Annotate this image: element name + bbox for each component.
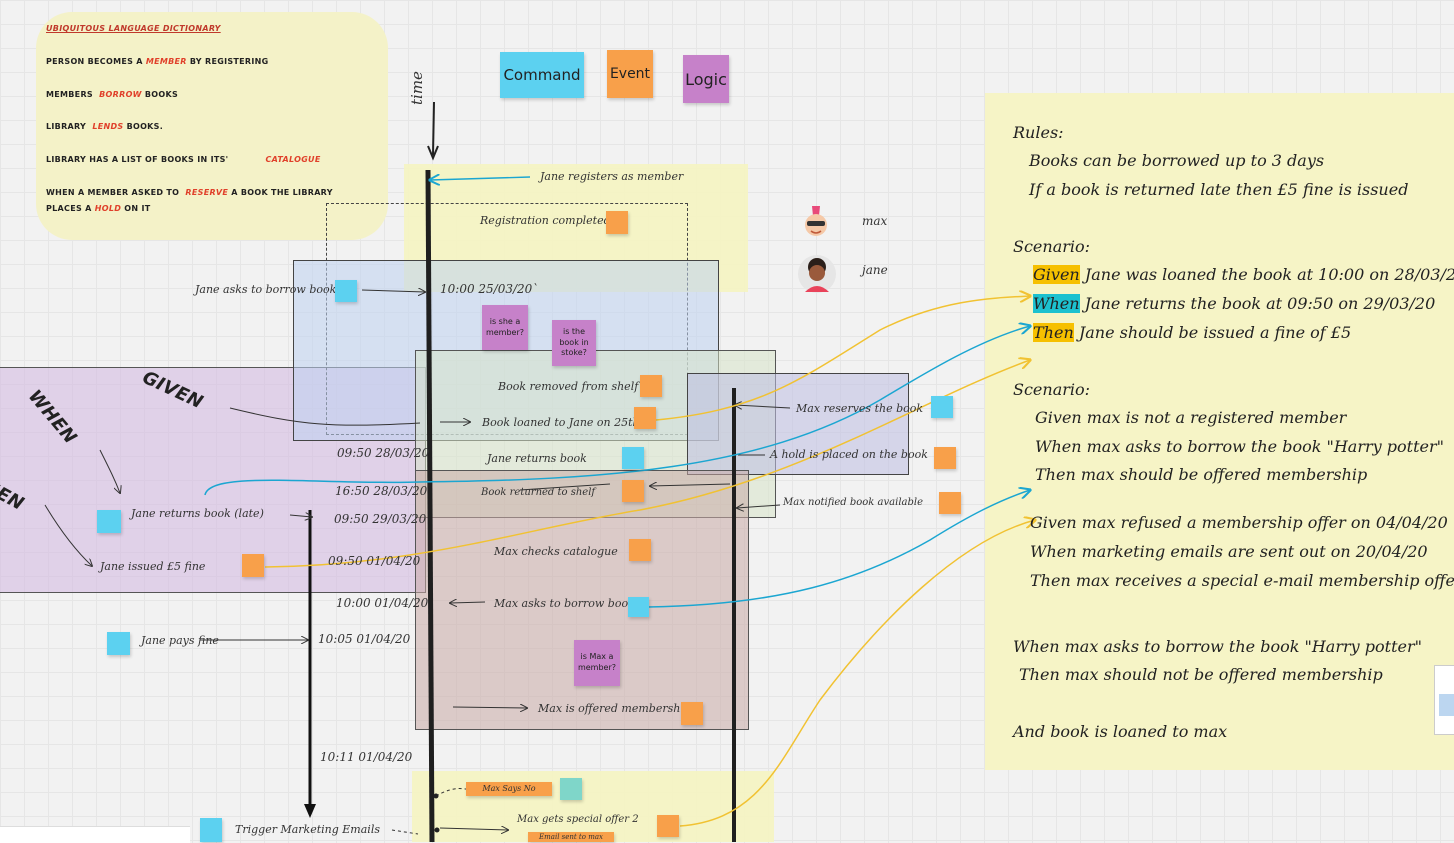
sticky-max-special-offer[interactable]: [657, 815, 679, 837]
sticky-max-offered-membership[interactable]: [681, 702, 703, 725]
avatar-jane-icon: [798, 255, 836, 293]
dictionary-line-2: Members borrow books: [46, 90, 179, 99]
sticky-max-notified[interactable]: [939, 492, 961, 514]
offscreen-card[interactable]: [0, 826, 190, 843]
command-max-reserves: Max reserves the book: [796, 402, 924, 415]
actor-max-label: max: [862, 214, 888, 228]
time-label: time: [408, 71, 426, 105]
scenario-1-then: Then Jane should be issued a fine of £5: [1033, 323, 1352, 342]
scenario-4-when: When max asks to borrow the book "Harry …: [1013, 637, 1422, 656]
rule-2: If a book is returned late then £5 fine …: [1029, 180, 1409, 199]
sticky-max-reserves[interactable]: [931, 396, 953, 418]
avatar-max[interactable]: [800, 204, 832, 242]
time-1: 10:00 25/03/20`: [440, 282, 539, 296]
command-jane-returns-book: Jane returns book: [487, 452, 587, 465]
event-email-sent[interactable]: Email sent to max: [528, 832, 614, 842]
sticky-jane-returns-late[interactable]: [97, 510, 121, 533]
sticky-max-checks-catalogue[interactable]: [629, 539, 651, 561]
sticky-max-asks-borrow[interactable]: [628, 597, 649, 617]
scenario-4-then: Then max should not be offered membershi…: [1019, 665, 1383, 684]
scenario-3-when: When marketing emails are sent out on 20…: [1030, 542, 1428, 561]
time-2: 09:50 28/03/20: [337, 446, 430, 460]
command-max-asks-borrow: Max asks to borrow book: [494, 597, 635, 610]
dictionary-title: Ubiquitous Language Dictionary: [46, 24, 221, 33]
dictionary-line-4: Library has a list of books in its' cata…: [46, 155, 321, 164]
actor-jane-label: jane: [862, 263, 888, 277]
sticky-book-loaned[interactable]: [634, 407, 656, 429]
dictionary-line-6: places a hold on it: [46, 204, 151, 213]
scenario-2-given: Given max is not a registered member: [1035, 408, 1347, 427]
scenario-1-given: Given Jane was loaned the book at 10:00 …: [1033, 265, 1454, 284]
scenario-5-and: And book is loaned to max: [1013, 722, 1228, 741]
time-7: 10:05 01/04/20: [318, 632, 411, 646]
command-jane-returns-late: Jane returns book (late): [131, 507, 264, 520]
sticky-max-says-no-command[interactable]: [560, 778, 582, 800]
sticky-jane-returns-book[interactable]: [622, 447, 644, 469]
logic-is-in-stock[interactable]: is the book in stoke?: [552, 320, 596, 366]
scenario-2-when: When max asks to borrow the book "Harry …: [1035, 437, 1444, 456]
command-jane-asks-borrow: Jane asks to borrow book: [195, 283, 337, 296]
logic-is-max-member[interactable]: is Max a member?: [574, 640, 620, 686]
sticky-jane-issued-fine[interactable]: [242, 554, 264, 577]
time-8: 10:11 01/04/20: [320, 750, 413, 764]
logic-is-member[interactable]: is she a member?: [482, 305, 528, 350]
max-frame[interactable]: [415, 470, 749, 730]
event-jane-registers: Jane registers as member: [540, 170, 684, 183]
event-jane-issued-fine: Jane issued £5 fine: [100, 560, 206, 573]
scenario-1-when: When Jane returns the book at 09:50 on 2…: [1033, 294, 1436, 313]
event-max-offered-membership: Max is offered membership: [538, 702, 691, 715]
event-max-notified: Max notified book available: [783, 497, 923, 508]
scenario-3-given: Given max refused a membership offer on …: [1030, 513, 1448, 532]
event-max-says-no[interactable]: Max Says No: [466, 782, 552, 796]
sticky-book-removed[interactable]: [640, 375, 662, 397]
rule-1: Books can be borrowed up to 3 days: [1029, 151, 1325, 170]
timeline-main: [425, 169, 435, 842]
time-6: 10:00 01/04/20: [336, 596, 429, 610]
scenario-2-then: Then max should be offered membership: [1035, 465, 1368, 484]
sticky-registration-completed[interactable]: [606, 211, 628, 234]
avatar-max-icon: [805, 206, 827, 236]
command-trigger-marketing: Trigger Marketing Emails: [235, 823, 380, 836]
scenario-3-then: Then max receives a special e-mail membe…: [1030, 571, 1454, 590]
dictionary-note[interactable]: Ubiquitous Language Dictionary Person be…: [36, 12, 388, 240]
legend-logic[interactable]: Logic: [683, 55, 729, 103]
command-jane-pays-fine: Jane pays fine: [141, 634, 219, 647]
legend-event[interactable]: Event: [607, 50, 653, 98]
offscreen-widget[interactable]: [1434, 665, 1454, 735]
legend-command[interactable]: Command: [500, 52, 584, 98]
dictionary-line-1: Person becomes a member by registering: [46, 57, 269, 66]
sticky-hold-placed[interactable]: [934, 447, 956, 469]
event-book-returned-shelf: Book returned to shelf: [481, 487, 596, 498]
sticky-trigger-marketing[interactable]: [200, 818, 222, 842]
sticky-book-returned-shelf[interactable]: [622, 480, 644, 502]
sticky-jane-asks-borrow[interactable]: [335, 280, 357, 302]
dictionary-line-3: Library lends books.: [46, 122, 164, 131]
sticky-jane-pays-fine[interactable]: [107, 632, 130, 655]
time-3: 16:50 28/03/20: [335, 484, 428, 498]
event-registration-completed: Registration completed: [480, 214, 611, 227]
event-hold-placed: A hold is placed on the book: [770, 448, 928, 461]
rules-title: Rules:: [1013, 123, 1064, 142]
avatar-jane[interactable]: [797, 254, 837, 294]
scenario-1-title: Scenario:: [1013, 237, 1091, 256]
time-5: 09:50 01/04/20: [328, 554, 421, 568]
event-book-loaned: Book loaned to Jane on 25th: [482, 416, 640, 429]
time-4: 09:50 29/03/20: [334, 512, 427, 526]
rules-panel[interactable]: [985, 93, 1454, 770]
event-book-removed: Book removed from shelf: [498, 380, 639, 393]
scenario-2-title: Scenario:: [1013, 380, 1091, 399]
event-max-checks-catalogue: Max checks catalogue: [494, 545, 618, 558]
dictionary-line-5: When a member asked to reserve a book th…: [46, 188, 333, 197]
event-max-special-offer: Max gets special offer 2: [517, 814, 639, 825]
